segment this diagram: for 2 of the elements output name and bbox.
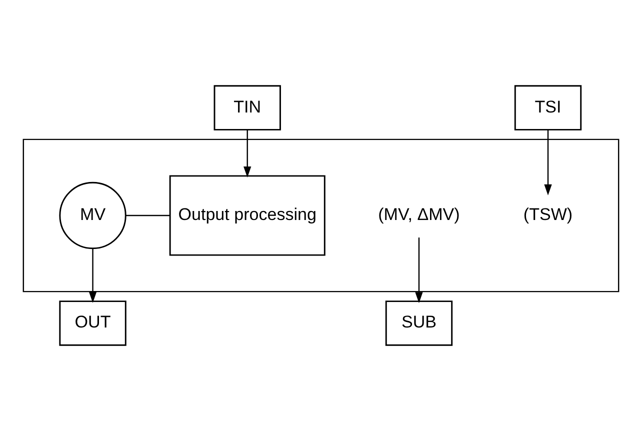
node-text: (TSW) — [523, 204, 573, 224]
node-text: (MV, ΔMV) — [378, 204, 460, 224]
